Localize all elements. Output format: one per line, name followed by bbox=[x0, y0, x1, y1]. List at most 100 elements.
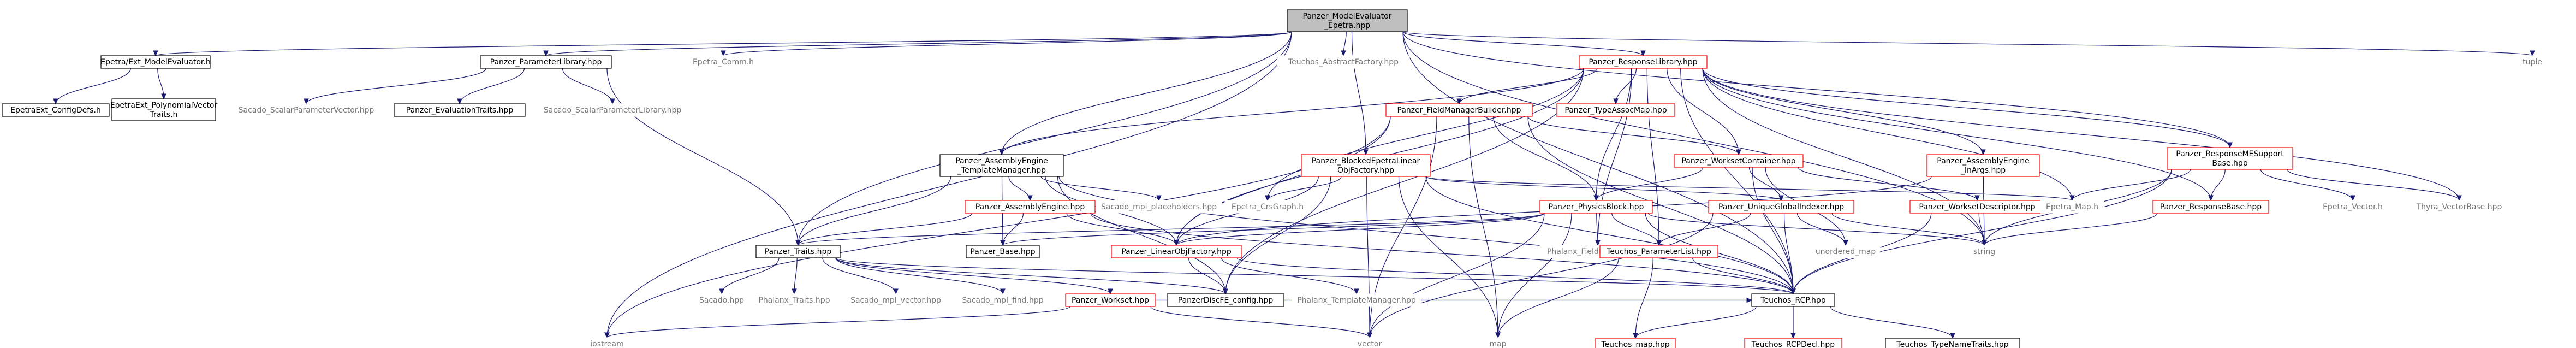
edge-workset-to-iostream bbox=[606, 306, 1070, 338]
node-label: Teuchos_AbstractFactory.hpp bbox=[1288, 58, 1399, 67]
node-box bbox=[1926, 154, 2040, 177]
graph-node-fmb[interactable]: Panzer_FieldManagerBuilder.hpp bbox=[1385, 103, 1533, 117]
edge-root-to-tuple bbox=[1402, 31, 2533, 56]
node-box bbox=[1111, 245, 1242, 258]
arrowhead bbox=[721, 50, 726, 57]
graph-node-unorderedmap: unordered_map bbox=[1811, 245, 1881, 258]
arrowhead bbox=[719, 288, 724, 295]
node-label: Teuchos_ParameterList.hpp bbox=[1606, 247, 1711, 256]
node-box bbox=[2408, 200, 2510, 214]
graph-node-wscontainer[interactable]: Panzer_WorksetContainer.hpp bbox=[1674, 154, 1804, 168]
graph-node-base[interactable]: Panzer_Base.hpp bbox=[966, 245, 1040, 258]
edge-resplib-to-rcp bbox=[1680, 68, 1794, 294]
edge-epmodeleval-to-epconfigdefs bbox=[55, 68, 131, 104]
graph-node-vector: vector bbox=[1351, 337, 1388, 348]
graph-node-traits[interactable]: Panzer_Traits.hpp bbox=[755, 245, 841, 258]
graph-node-epmodeleval[interactable]: Epetra/Ext_ModelEvaluator.h bbox=[100, 55, 211, 69]
graph-node-ugi[interactable]: Panzer_UniqueGlobalIndexer.hpp bbox=[1708, 200, 1854, 214]
graph-node-teuchosmap[interactable]: Teuchos_map.hpp bbox=[1595, 338, 1676, 348]
graph-node-dofconfig[interactable]: PanzerDiscFE_config.hpp bbox=[1167, 293, 1284, 307]
arrowhead bbox=[1982, 240, 1987, 246]
arrowhead bbox=[1354, 288, 1359, 295]
arrowhead bbox=[2069, 195, 2075, 202]
arrowhead bbox=[161, 93, 166, 100]
node-label: Panzer_ModelEvaluator bbox=[1303, 12, 1392, 21]
arrowhead bbox=[1174, 240, 1179, 246]
arrowhead bbox=[1495, 332, 1501, 339]
edge-respmesupport-to-epmap bbox=[2072, 169, 2191, 201]
node-label: Panzer_UniqueGlobalIndexer.hpp bbox=[1718, 203, 1844, 211]
edge-traits-to-dofconfig bbox=[835, 257, 1226, 294]
graph-node-rcp[interactable]: Teuchos_RCP.hpp bbox=[1751, 293, 1835, 307]
graph-node-epconfigdefs[interactable]: EpetraExt_ConfigDefs.h bbox=[2, 103, 110, 117]
node-label: ObjFactory.hpp bbox=[1337, 166, 1394, 175]
graph-node-evaltraits[interactable]: Panzer_EvaluationTraits.hpp bbox=[394, 103, 526, 117]
edge-ugi-to-string bbox=[1831, 213, 1985, 246]
graph-node-thyravecbase: Thyra_VectorBase.hpp bbox=[2408, 200, 2510, 214]
graph-node-abstractfactory: Teuchos_AbstractFactory.hpp bbox=[1277, 55, 1410, 69]
edge-physblock-to-rcp bbox=[1645, 213, 1794, 294]
node-label: Panzer_FieldManagerBuilder.hpp bbox=[1397, 106, 1521, 115]
node-label: EpetraExt_ConfigDefs.h bbox=[10, 106, 101, 115]
graph-node-typeassocmap[interactable]: Panzer_TypeAssocMap.hpp bbox=[1556, 103, 1675, 117]
node-box bbox=[1674, 154, 1804, 168]
arrowhead bbox=[1843, 240, 1848, 246]
graph-node-paramlib[interactable]: Panzer_ParameterLibrary.hpp bbox=[480, 55, 612, 69]
edge-physblock-to-string bbox=[1647, 213, 1985, 246]
arrowhead bbox=[1363, 149, 1369, 156]
edge-lof-to-phalanxtm bbox=[1221, 257, 1357, 294]
edge-fmb-to-map bbox=[1468, 116, 1498, 338]
node-label: _TemplateManager.hpp bbox=[957, 166, 1046, 175]
edge-resplib-to-paramlist bbox=[1646, 68, 1659, 246]
graph-node-resplib[interactable]: Panzer_ResponseLibrary.hpp bbox=[1579, 55, 1708, 69]
edge-resplib-to-wscontainer bbox=[1667, 68, 1739, 155]
node-label: Phalanx_Traits.hpp bbox=[758, 296, 830, 305]
graph-node-asmenginargs[interactable]: Panzer_AssemblyEngine_InArgs.hpp bbox=[1926, 154, 2040, 177]
node-label: Panzer_AssemblyEngine.hpp bbox=[975, 203, 1085, 211]
node-label: Panzer_Traits.hpp bbox=[765, 247, 832, 256]
node-box bbox=[1065, 293, 1156, 307]
arrowhead bbox=[792, 288, 797, 295]
edge-workset-to-vector bbox=[1150, 306, 1370, 338]
graph-node-typenametraits[interactable]: Teuchos_TypeNameTraits.hpp bbox=[1885, 338, 2020, 348]
node-label: Sacado.hpp bbox=[699, 296, 744, 305]
node-label: PanzerDiscFE_config.hpp bbox=[1178, 296, 1274, 305]
node-label: Panzer_Base.hpp bbox=[970, 247, 1035, 256]
arrowhead bbox=[1656, 240, 1662, 246]
node-label: Panzer_PhysicsBlock.hpp bbox=[1549, 203, 1644, 211]
graph-node-asmengtm[interactable]: Panzer_AssemblyEngine_TemplateManager.hp… bbox=[939, 154, 1064, 177]
edge-blockedlof-to-map bbox=[1398, 176, 1498, 338]
graph-node-respbase[interactable]: Panzer_ResponseBase.hpp bbox=[2152, 200, 2269, 214]
node-label: Teuchos_TypeNameTraits.hpp bbox=[1896, 340, 2008, 348]
graph-node-rcpdecl[interactable]: Teuchos_RCPDecl.hpp bbox=[1744, 338, 1842, 348]
node-label: Thyra_VectorBase.hpp bbox=[2416, 203, 2502, 211]
graph-node-workset[interactable]: Panzer_Workset.hpp bbox=[1065, 293, 1156, 307]
arrowhead bbox=[795, 240, 801, 246]
graph-node-root[interactable]: Panzer_ModelEvaluator_Epetra.hpp bbox=[1287, 9, 1408, 32]
edge-resplib-to-fmb bbox=[1459, 68, 1598, 104]
edge-asmengine-to-traits bbox=[798, 213, 973, 246]
graph-node-paramlist[interactable]: Teuchos_ParameterList.hpp bbox=[1599, 245, 1718, 258]
node-label: Panzer_ResponseMESupport bbox=[2176, 150, 2284, 158]
arrowhead bbox=[893, 288, 899, 295]
node-label: Epetra_Vector.h bbox=[2323, 203, 2383, 211]
node-label: unordered_map bbox=[1816, 247, 1876, 256]
node-box bbox=[1599, 245, 1718, 258]
node-label: Panzer_WorksetContainer.hpp bbox=[1681, 157, 1795, 166]
node-label: _Epetra.hpp bbox=[1324, 21, 1370, 30]
arrowhead bbox=[1633, 333, 1638, 339]
edge-root-to-epmodeleval bbox=[155, 31, 1292, 56]
node-label: iostream bbox=[590, 340, 624, 348]
graph-node-sacparamvec: Sacado_ScalarParameterVector.hpp bbox=[226, 103, 386, 117]
node-label: Teuchos_map.hpp bbox=[1601, 340, 1669, 348]
graph-node-asmengine[interactable]: Panzer_AssemblyEngine.hpp bbox=[965, 200, 1096, 214]
edge-physblock-to-traits bbox=[798, 213, 1545, 246]
graph-node-lof[interactable]: Panzer_LinearObjFactory.hpp bbox=[1111, 245, 1242, 258]
graph-node-string: string bbox=[1967, 245, 2002, 258]
graph-node-physblock[interactable]: Panzer_PhysicsBlock.hpp bbox=[1539, 200, 1653, 214]
graph-node-mplfind: Sacado_mpl_find.hpp bbox=[956, 293, 1049, 307]
graph-node-wsdescriptor[interactable]: Panzer_WorksetDescriptor.hpp bbox=[1909, 200, 2045, 214]
